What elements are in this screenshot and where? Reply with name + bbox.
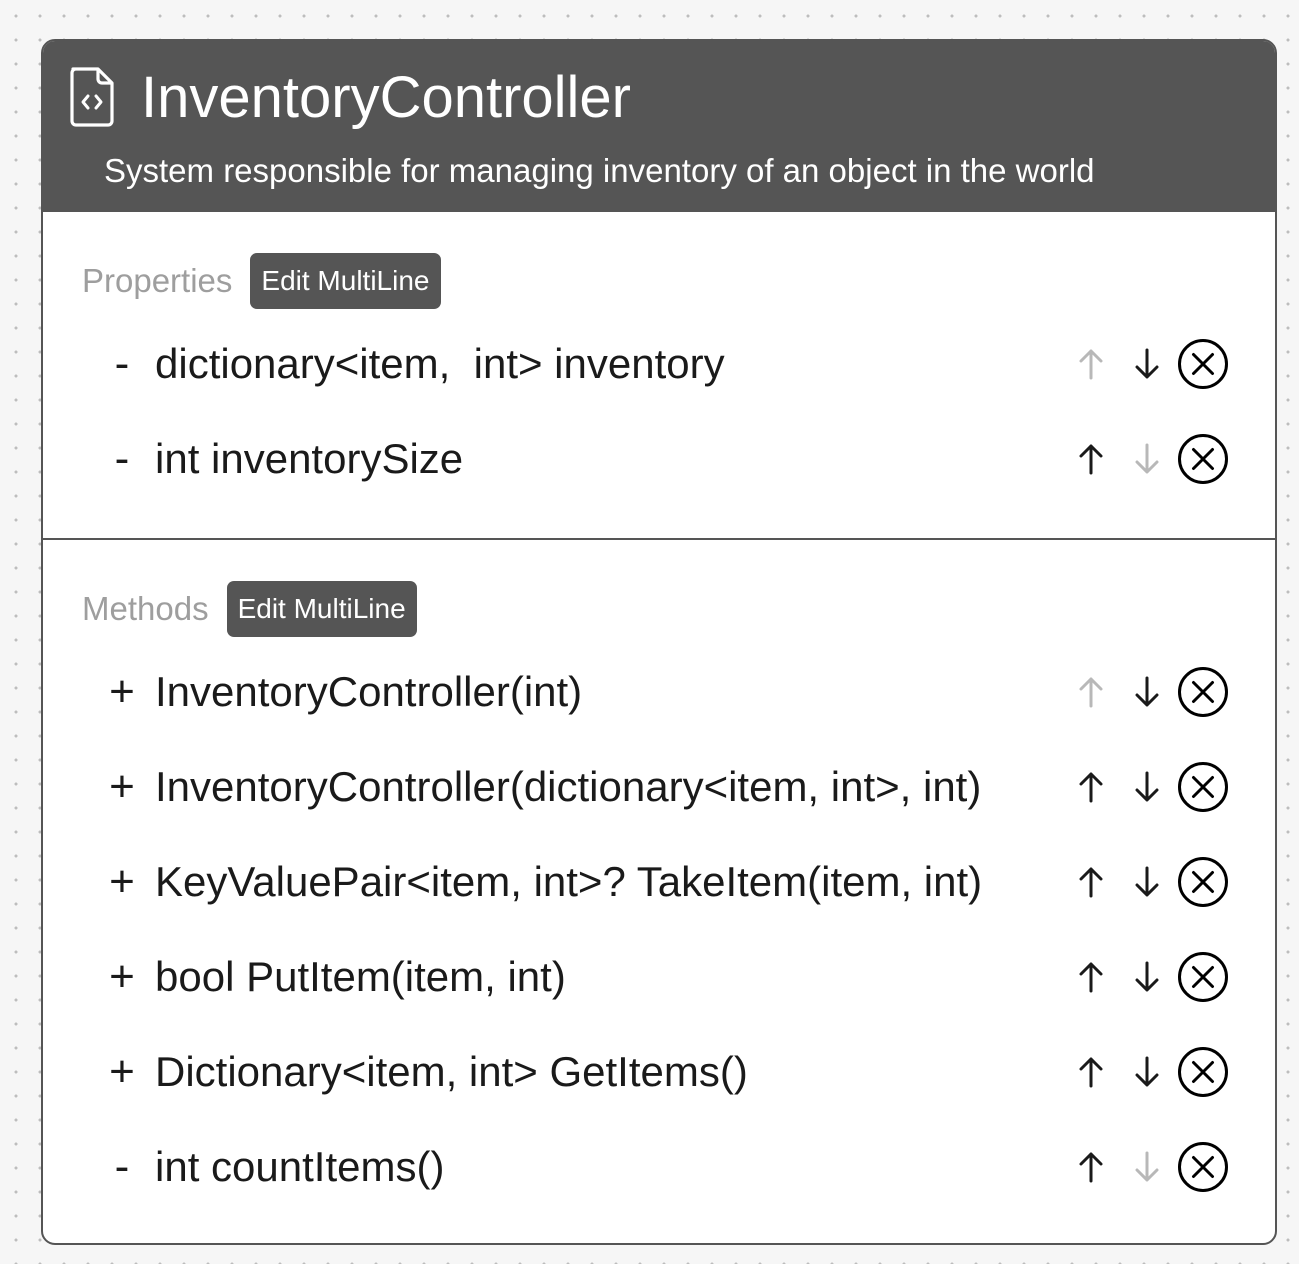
remove-circle-x-icon[interactable] xyxy=(1177,951,1229,1003)
edit-properties-multiline-button[interactable]: Edit MultiLine xyxy=(250,253,441,309)
method-row: + InventoryController(int) xyxy=(43,652,1275,732)
code-file-icon xyxy=(68,67,116,127)
move-up-arrow-icon[interactable] xyxy=(1065,1141,1117,1193)
remove-circle-x-icon[interactable] xyxy=(1177,338,1229,390)
move-down-arrow-icon xyxy=(1121,1141,1173,1193)
method-signature[interactable]: KeyValuePair<item, int>? TakeItem(item, … xyxy=(155,858,983,905)
method-signature[interactable]: bool PutItem(item, int) xyxy=(155,953,566,1000)
property-row: -dictionary<item, int> inventory xyxy=(43,324,1275,404)
method-row: + KeyValuePair<item, int>? TakeItem(item,… xyxy=(43,842,1275,922)
remove-circle-x-icon[interactable] xyxy=(1177,666,1229,718)
move-up-arrow-icon[interactable] xyxy=(1065,433,1117,485)
remove-circle-x-icon[interactable] xyxy=(1177,1141,1229,1193)
method-row: + bool PutItem(item, int) xyxy=(43,937,1275,1017)
remove-circle-x-icon[interactable] xyxy=(1177,433,1229,485)
method-row: + InventoryController(dictionary<item, in… xyxy=(43,747,1275,827)
method-signature[interactable]: InventoryController(dictionary<item, int… xyxy=(155,763,982,810)
properties-label: Properties xyxy=(82,262,233,299)
visibility-marker: + xyxy=(109,857,135,906)
property-signature[interactable]: dictionary<item, int> inventory xyxy=(155,340,725,387)
remove-circle-x-icon[interactable] xyxy=(1177,1046,1229,1098)
visibility-marker: - xyxy=(114,434,130,483)
visibility-marker: + xyxy=(109,667,135,716)
properties-header: Properties Edit MultiLine xyxy=(82,253,441,309)
move-down-arrow-icon[interactable] xyxy=(1121,856,1173,908)
visibility-marker: + xyxy=(109,762,135,811)
edit-methods-multiline-button[interactable]: Edit MultiLine xyxy=(226,581,417,637)
visibility-marker: + xyxy=(109,952,135,1001)
class-description[interactable]: System responsible for managing inventor… xyxy=(104,152,1095,189)
move-up-arrow-icon[interactable] xyxy=(1065,761,1117,813)
move-up-arrow-icon xyxy=(1065,666,1117,718)
methods-header: Methods Edit MultiLine xyxy=(82,581,417,637)
move-down-arrow-icon[interactable] xyxy=(1121,951,1173,1003)
properties-section: Properties Edit MultiLine -dictionary<it… xyxy=(43,212,1275,540)
move-down-arrow-icon[interactable] xyxy=(1121,761,1173,813)
move-down-arrow-icon[interactable] xyxy=(1121,1046,1173,1098)
visibility-marker: - xyxy=(114,1142,130,1191)
move-down-arrow-icon[interactable] xyxy=(1121,338,1173,390)
move-up-arrow-icon[interactable] xyxy=(1065,1046,1117,1098)
move-down-arrow-icon xyxy=(1121,433,1173,485)
move-down-arrow-icon[interactable] xyxy=(1121,666,1173,718)
method-row: + Dictionary<item, int> GetItems() xyxy=(43,1032,1275,1112)
methods-section: Methods Edit MultiLine + InventoryControl… xyxy=(43,540,1275,1243)
remove-circle-x-icon[interactable] xyxy=(1177,856,1229,908)
method-row: -int countItems() xyxy=(43,1127,1275,1207)
method-signature[interactable]: int countItems() xyxy=(155,1143,445,1190)
class-title[interactable]: InventoryController xyxy=(141,65,631,130)
property-signature[interactable]: int inventorySize xyxy=(155,435,464,482)
methods-label: Methods xyxy=(82,590,209,627)
method-signature[interactable]: InventoryController(int) xyxy=(155,668,583,715)
property-row: -int inventorySize xyxy=(43,419,1275,499)
method-signature[interactable]: Dictionary<item, int> GetItems() xyxy=(155,1048,748,1095)
class-card: InventoryController System responsible f… xyxy=(41,39,1277,1245)
class-header: InventoryController System responsible f… xyxy=(43,41,1275,212)
remove-circle-x-icon[interactable] xyxy=(1177,761,1229,813)
visibility-marker: - xyxy=(114,339,130,388)
visibility-marker: + xyxy=(109,1047,135,1096)
move-up-arrow-icon[interactable] xyxy=(1065,856,1117,908)
move-up-arrow-icon[interactable] xyxy=(1065,951,1117,1003)
move-up-arrow-icon xyxy=(1065,338,1117,390)
